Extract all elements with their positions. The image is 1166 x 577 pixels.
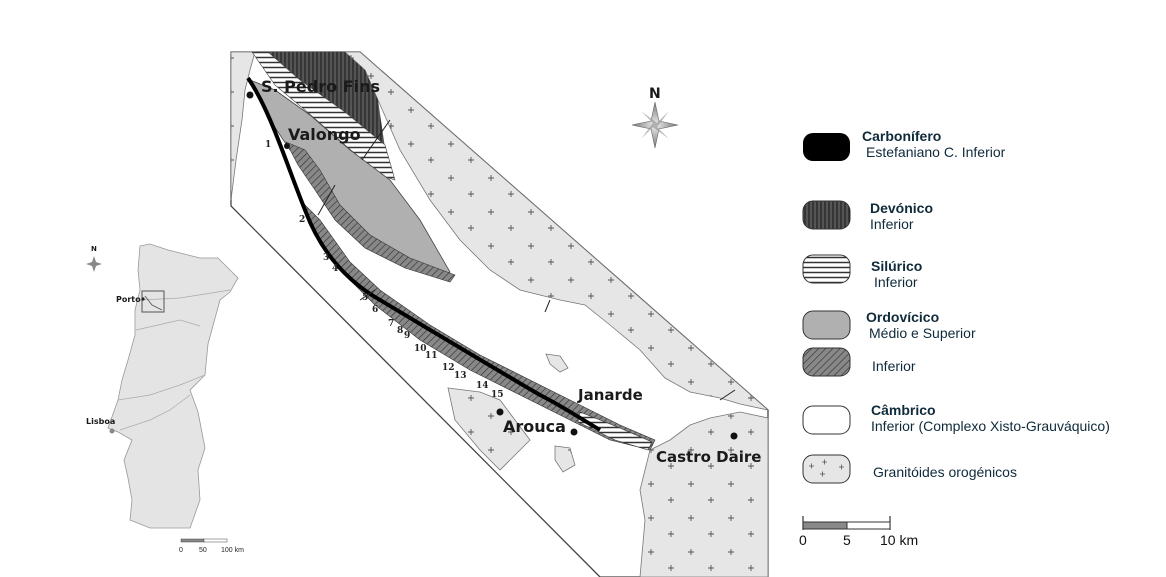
swatch-silurico (802, 254, 851, 284)
portugal-inset-map: Porto Lisboa N 0 50 100 km (86, 243, 244, 554)
place-castro-daire: Castro Daire (656, 448, 761, 466)
section-number: 9 (404, 331, 410, 341)
legend-title: Carbonífero (862, 128, 942, 144)
section-number: 8 (397, 326, 403, 336)
swatch-ordovicico-medio (802, 310, 851, 340)
main-geologic-map: S. Pedro Fins Valongo Janarde Arouca Cas… (230, 51, 770, 577)
legend-title: Ordovícico (866, 309, 940, 325)
scale-tick-0: 0 (799, 532, 807, 548)
legend-silurico: Silúrico Inferior (871, 258, 922, 290)
legend-ordovicico-inferior: Inferior (872, 358, 916, 374)
place-valongo: Valongo (288, 125, 361, 144)
section-number: 10 (414, 344, 427, 354)
north-arrow-icon: N (631, 86, 679, 149)
fault-line (317, 119, 736, 401)
scale-tick-5: 5 (843, 532, 851, 548)
inset-scale-tick: 50 (199, 547, 207, 554)
legend-granitoides: Granitóides orogénicos (873, 464, 1017, 480)
legend-swatches (802, 133, 851, 484)
ordovician-lower-belt (299, 199, 656, 451)
janarde-dot (570, 428, 578, 436)
ordovician-lower-belt (285, 141, 456, 283)
inset-scale-tick: 100 km (221, 547, 244, 554)
section-number: 13 (454, 371, 467, 381)
scale-tick-10: 10 km (880, 532, 919, 548)
inset-north-label: N (91, 245, 97, 253)
silurian-band (251, 51, 396, 181)
swatch-cambrico (802, 405, 851, 435)
legend-subtitle: Médio e Superior (869, 325, 976, 341)
section-number: 7 (388, 319, 394, 329)
s-pedro-fins-dot (246, 91, 254, 99)
section-number: 11 (425, 351, 438, 361)
place-porto: Porto (116, 295, 141, 304)
section-numbers: 1 2 3 4 5 6 7 8 9 10 11 12 13 14 15 (265, 140, 504, 400)
granite-castro-daire (639, 411, 769, 577)
inset-scale-bar: 0 50 100 km (179, 538, 244, 554)
section-number: 1 (265, 140, 271, 150)
section-number: 14 (476, 381, 489, 391)
study-area-box (141, 290, 165, 313)
legend-ordovicico: Ordovícico Médio e Superior (866, 309, 976, 341)
legend-devonico: Devónico Inferior (870, 200, 933, 232)
section-number: 3 (323, 253, 329, 263)
section-number: 12 (442, 363, 455, 373)
legend-title: Silúrico (871, 258, 923, 274)
silurian-belt-south (577, 411, 653, 451)
swatch-ordovicico-inferior (802, 347, 851, 377)
legend-subtitle: Inferior (870, 216, 914, 232)
porto-dot (141, 297, 145, 301)
legend-subtitle: Estefaniano C. Inferior (866, 144, 1006, 160)
section-number: 5 (362, 293, 368, 303)
valongo-dot (284, 143, 290, 149)
legend-carbonifero: Carbonífero Estefaniano C. Inferior (862, 128, 1005, 160)
place-arouca: Arouca (503, 417, 566, 436)
section-number: 4 (332, 264, 338, 274)
inset-compass-icon (86, 256, 102, 272)
section-number: 15 (491, 390, 504, 400)
section-number: 2 (299, 215, 305, 225)
place-s-pedro-fins: S. Pedro Fins (261, 77, 380, 96)
carboniferous-belt (246, 76, 602, 432)
swatch-granitoides (802, 454, 851, 484)
legend-subtitle: Inferior (Complexo Xisto-Grauváquico) (871, 418, 1110, 434)
granite-islet (554, 445, 576, 473)
granite-arouca (447, 387, 531, 471)
place-lisboa: Lisboa (86, 417, 115, 426)
swatch-cross-marks (809, 459, 844, 477)
swatch-carbonifero (803, 133, 850, 161)
granite-islet (545, 353, 569, 373)
legend-title: Devónico (870, 200, 934, 216)
north-label: N (649, 86, 661, 102)
inset-scale-tick: 0 (179, 547, 183, 554)
place-janarde: Janarde (577, 386, 643, 404)
legend-subtitle: Inferior (872, 358, 916, 374)
legend-cambrico: Câmbrico Inferior (Complexo Xisto-Grauvá… (871, 402, 1110, 434)
lisboa-dot (109, 428, 115, 434)
river-lines (117, 289, 231, 431)
legend-title: Câmbrico (871, 402, 936, 418)
section-number: 6 (372, 305, 378, 315)
legend-subtitle: Inferior (874, 274, 918, 290)
legend-subtitle: Granitóides orogénicos (873, 464, 1017, 480)
castro-daire-dot (730, 432, 738, 440)
scale-bar (802, 516, 891, 530)
granite-ne (343, 51, 770, 411)
portugal-outline (107, 243, 239, 529)
arouca-dot (496, 408, 504, 416)
swatch-devonico (802, 200, 851, 230)
study-area-belt (144, 295, 163, 311)
